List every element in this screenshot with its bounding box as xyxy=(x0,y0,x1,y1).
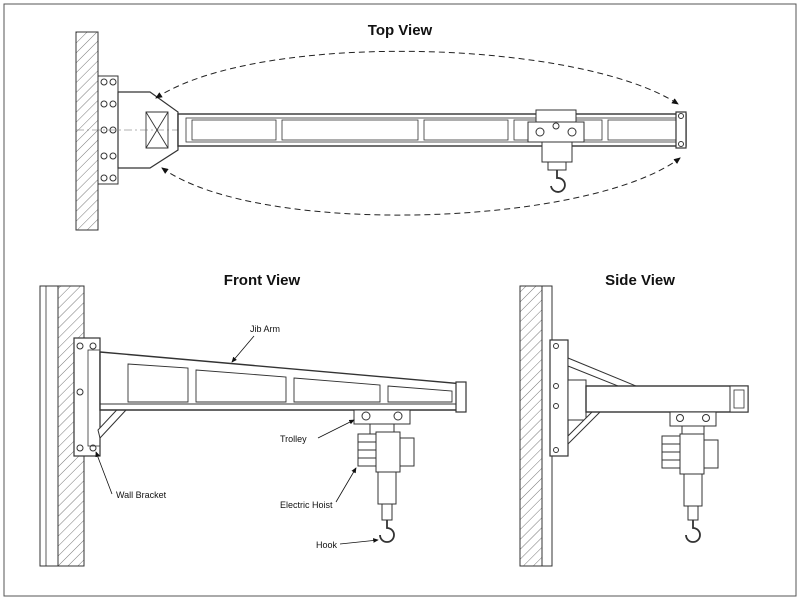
front-view-wall-bracket xyxy=(73,337,101,457)
label-wall-bracket: Wall Bracket xyxy=(116,490,167,500)
top-view-bolts xyxy=(100,78,117,182)
top-view-slew-arc-upper xyxy=(155,50,679,105)
label-electric-hoist: Electric Hoist xyxy=(280,500,333,510)
front-view-jib-arm xyxy=(99,351,465,411)
top-view: Top View xyxy=(75,22,687,231)
front-view-arm-panels xyxy=(127,363,453,403)
side-view-title: Side View xyxy=(605,272,675,289)
side-view-wall-bracket xyxy=(549,339,569,457)
side-view: Side View xyxy=(519,272,749,567)
front-view-bracket-bolts xyxy=(76,342,97,452)
top-view-trolley xyxy=(527,109,585,171)
top-view-slew-arc-lower xyxy=(161,157,681,216)
side-view-wall-hatch xyxy=(519,285,543,567)
top-view-hook-icon xyxy=(550,170,566,193)
top-view-jib-arm xyxy=(177,113,687,147)
side-view-bracket-bolts xyxy=(553,343,559,453)
label-trolley: Trolley xyxy=(280,434,307,444)
side-view-arm-end xyxy=(729,385,749,413)
front-view-hook-icon xyxy=(379,520,395,543)
front-view-title: Front View xyxy=(224,272,301,289)
top-view-arm-end-cap xyxy=(675,111,687,149)
top-view-wall xyxy=(75,31,99,231)
side-view-pivot-box xyxy=(567,379,587,421)
top-view-title: Top View xyxy=(368,22,433,39)
side-view-jib-arm xyxy=(585,385,749,413)
side-view-electric-hoist xyxy=(661,433,719,521)
front-view: Front View xyxy=(39,272,467,567)
front-view-arm-end-cap xyxy=(455,381,467,413)
side-view-hook-icon xyxy=(685,520,701,543)
label-jib-arm: Jib Arm xyxy=(250,324,280,334)
side-view-trolley xyxy=(669,411,717,437)
front-view-electric-hoist xyxy=(357,431,415,521)
label-hook: Hook xyxy=(316,540,338,550)
front-view-trolley xyxy=(353,409,411,435)
drawing-border xyxy=(3,3,797,597)
